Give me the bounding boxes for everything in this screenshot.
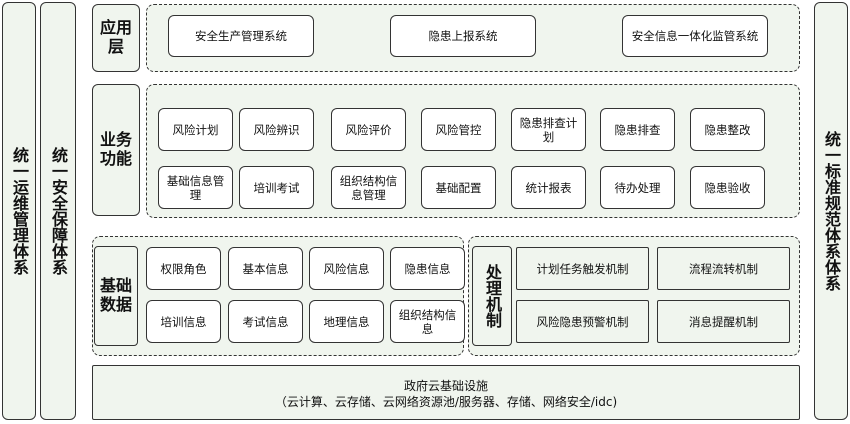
app-safety-production-system[interactable]: 安全生产管理系统 — [168, 15, 314, 57]
ops-management-label: 统一运维管理体系 — [10, 147, 29, 275]
bf-org-structure-management[interactable]: 组织结构信息管理 — [331, 166, 406, 209]
processing-label-box — [472, 246, 512, 346]
bf-hazard-acceptance[interactable]: 隐患验收 — [690, 166, 765, 209]
application-layer-label-box — [92, 4, 140, 72]
bd-risk-info[interactable]: 风险信息 — [309, 247, 384, 290]
bf-hazard-inspection[interactable]: 隐患排查 — [600, 108, 675, 151]
base-data-label: 基础数据 — [99, 276, 132, 314]
app-integrated-supervision-system[interactable]: 安全信息一体化监管系统 — [622, 15, 768, 57]
bd-hazard-info[interactable]: 隐患信息 — [390, 247, 465, 290]
application-layer-label: 应用层 — [99, 18, 132, 56]
standards-column — [814, 2, 848, 420]
bd-permission-roles[interactable]: 权限角色 — [146, 247, 221, 290]
bf-hazard-rectification[interactable]: 隐患整改 — [690, 108, 765, 151]
pm-risk-hazard-warning[interactable]: 风险隐患预警机制 — [516, 300, 649, 343]
infrastructure-details: （云计算、云存储、云网络资源池/服务器、存储、网络安全/idc) — [274, 395, 618, 409]
app-hazard-report-system[interactable]: 隐患上报系统 — [390, 15, 536, 57]
processing-label: 处理机制 — [483, 264, 502, 328]
base-data-label-box — [94, 246, 138, 346]
bf-risk-control[interactable]: 风险管控 — [421, 108, 496, 151]
infrastructure-title: 政府云基础设施 — [403, 379, 488, 393]
infrastructure-box — [92, 365, 800, 420]
bd-basic-info[interactable]: 基本信息 — [228, 247, 303, 290]
ops-management-column — [2, 2, 36, 420]
bf-hazard-inspection-plan[interactable]: 隐患排查计划 — [511, 108, 586, 151]
pm-process-flow[interactable]: 流程流转机制 — [657, 247, 790, 290]
security-label: 统一安全保障体系 — [49, 147, 68, 275]
pm-message-reminder[interactable]: 消息提醒机制 — [657, 300, 790, 343]
business-functions-label-box — [92, 84, 140, 216]
bf-training-exam[interactable]: 培训考试 — [239, 166, 314, 209]
bf-basic-info-management[interactable]: 基础信息管理 — [158, 166, 233, 209]
standards-label: 统一标准规范体系体系 — [822, 131, 841, 291]
security-column — [40, 2, 76, 420]
business-functions-label: 业务功能 — [99, 130, 132, 168]
bf-statistics-report[interactable]: 统计报表 — [511, 166, 586, 209]
bf-basic-config[interactable]: 基础配置 — [421, 166, 496, 209]
bf-risk-plan[interactable]: 风险计划 — [158, 108, 233, 151]
bd-geographic-info[interactable]: 地理信息 — [309, 300, 384, 343]
bf-risk-evaluation[interactable]: 风险评价 — [331, 108, 406, 151]
bf-pending-tasks[interactable]: 待办处理 — [600, 166, 675, 209]
pm-plan-task-trigger[interactable]: 计划任务触发机制 — [516, 247, 649, 290]
bd-exam-info[interactable]: 考试信息 — [228, 300, 303, 343]
bd-training-info[interactable]: 培训信息 — [146, 300, 221, 343]
bf-risk-identification[interactable]: 风险辨识 — [239, 108, 314, 151]
bd-org-structure-info[interactable]: 组织结构信息 — [390, 300, 465, 343]
